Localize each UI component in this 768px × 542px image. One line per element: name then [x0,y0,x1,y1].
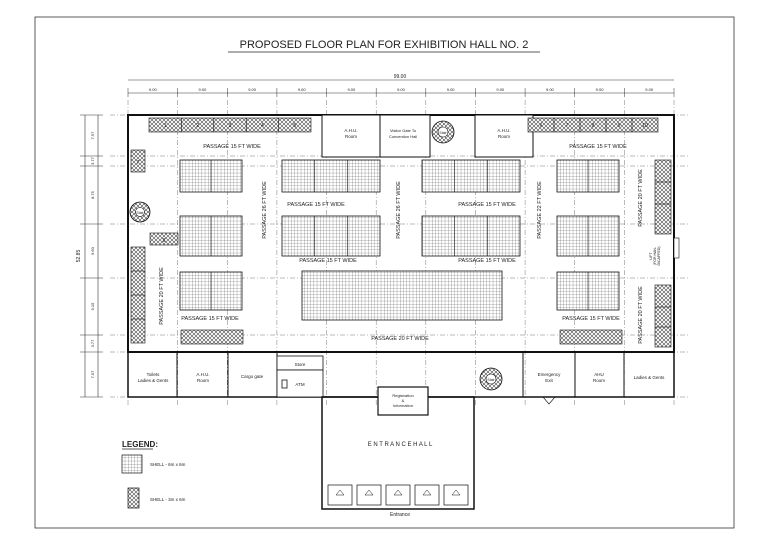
overall-height-dim: 52.85 [76,250,82,263]
booth-number: 5 [293,123,296,129]
bay-dim-label: 9.00 [298,87,307,92]
bay-dim-label: 9.00 [447,87,456,92]
ahu-room-top-left-label: A.H.U.Room [344,128,357,139]
passage-label-right-vertical-lower: PASSAGE 20 FT WIDE [638,286,644,344]
passage-label-left-vertical: PASSAGE 20 FT WIDE [159,267,165,325]
row-dim-label: 3.77 [90,156,95,165]
shell-block-c2 [281,215,381,257]
bay-dim-label: 9.00 [496,87,505,92]
booth-number: 1 [164,123,167,129]
passage-label-mid-left: PASSAGE 15 FT WIDE [287,202,345,208]
booth-number: 7 [566,123,569,129]
svg-text:7: 7 [137,160,140,166]
bay-dim-label: 9.00 [347,87,356,92]
sheet-border [34,16,735,529]
booth-number: 6 [540,123,543,129]
ahu-room-bottom-left-label: A.H.U.Room [196,372,209,383]
legend-heading: LEGEND: [122,440,158,449]
booth-left-8 [149,232,179,246]
booth-right-upper [654,159,672,235]
toilets-right-label: Ladies & Gents [634,375,666,380]
passage-label-top-left: PASSAGE 15 FT WIDE [203,144,261,150]
shell-blocks [179,159,620,311]
booth-left-7 [130,149,146,173]
booth-number: 4 [261,123,264,129]
shell-block-c3 [421,159,521,193]
bay-dim-label: 9.00 [596,87,605,92]
passage-label-26-center: PASSAGE 26 FT WIDE [396,181,402,239]
lift [673,237,680,259]
legend-shell-small-label: SHELL - 3m x 6m [150,497,186,502]
booth-number: 3 [229,123,232,129]
page-title: PROPOSED FLOOR PLAN FOR EXHIBITION HALL … [240,39,529,51]
stair-label: Stair [487,378,495,382]
store-label: Store [295,362,306,367]
passage-label-bottom-center: PASSAGE 20 FT WIDE [371,336,429,342]
bay-dimensions: 9.00 9.00 9.00 9.00 9.00 9.00 9.00 9.00 9.00 9.00… [127,87,675,97]
legend-shell-large-swatch [121,454,143,474]
booth-number: 10 [642,123,648,129]
row-dim-label: 9.60 [90,246,95,255]
top-booth-strip: 1 2 3 4 5 6 7 8 9 10 [148,117,659,133]
legend-shell-large-label: SHELL - 6m x 6m [150,462,186,467]
bay-dim-label: 9.00 [397,87,406,92]
central-exhibit-block [301,270,503,321]
bay-dim-label: 9.00 [645,87,654,92]
stair-label: Stair [136,211,144,215]
booth-right-lower [654,284,672,348]
entrance-hall-label: E N T R A N C E H A L L [368,442,433,448]
svg-text:8: 8 [163,238,166,244]
overall-width-dim: 99.00 [394,74,407,80]
passage-label-center-right: PASSAGE 15 FT WIDE [458,258,516,264]
passage-label-right-vertical-upper: PASSAGE 20 FT WIDE [638,169,644,227]
registration-desk [377,386,429,416]
row-dim-label: 7.57 [90,370,95,379]
booth-strip-top-left [148,117,312,133]
row-dim-label: 9.15 [90,302,95,311]
bay-dim-label: 9.00 [248,87,257,92]
row-dim-label: 3.77 [90,339,95,348]
shell-block-c4 [421,215,521,257]
stair-label: Stair [439,131,447,135]
ahu-room-top-right-label: A.H.U.Room [497,128,510,139]
row-dim-label: 8.75 [90,190,95,199]
booth-lower-right [559,329,623,345]
booth-strip-top-right [527,117,659,133]
booth-number: 8 [592,123,595,129]
booth-number: 9 [618,123,621,129]
ahu-room-top-right [474,114,534,158]
passage-label-top-right: PASSAGE 15 FT WIDE [569,144,627,150]
legend-shell-small-swatch [127,487,140,509]
passage-label-22-right: PASSAGE 22 FT WIDE [537,181,543,239]
bay-dim-label: 9.00 [546,87,555,92]
visitor-gate-room [379,114,431,158]
passage-label-26-left: PASSAGE 26 FT WIDE [262,181,268,239]
passage-label-mid-right: PASSAGE 15 FT WIDE [458,202,516,208]
passage-label-bottom-right: PASSAGE 15 FT WIDE [562,316,620,322]
atm-label: ATM [295,382,304,387]
shell-block-c1 [281,159,381,193]
emergency-exit-door [542,396,556,405]
booth-number: 2 [196,123,199,129]
lift-label: LIFT(FOR HAN-DICAPPED) [649,246,661,265]
entrance-doors [327,484,469,506]
bay-dim-label: 9.00 [199,87,208,92]
cargo-gate-label: Cargo gate [241,374,264,379]
booth-lower-left [180,329,244,345]
row-dimensions: 7.57 3.77 8.75 9.60 9.15 3.77 7.57 [80,114,103,398]
entrance-label: Entrance [390,512,410,518]
ahu-room-top-left [321,114,381,158]
passage-label-bottom-left: PASSAGE 15 FT WIDE [181,316,239,322]
bay-dim-label: 9.00 [149,87,158,92]
registration-label: Registration&Information [392,393,413,408]
row-dim-label: 7.57 [90,131,95,140]
passage-label-center-left: PASSAGE 15 FT WIDE [299,258,357,264]
